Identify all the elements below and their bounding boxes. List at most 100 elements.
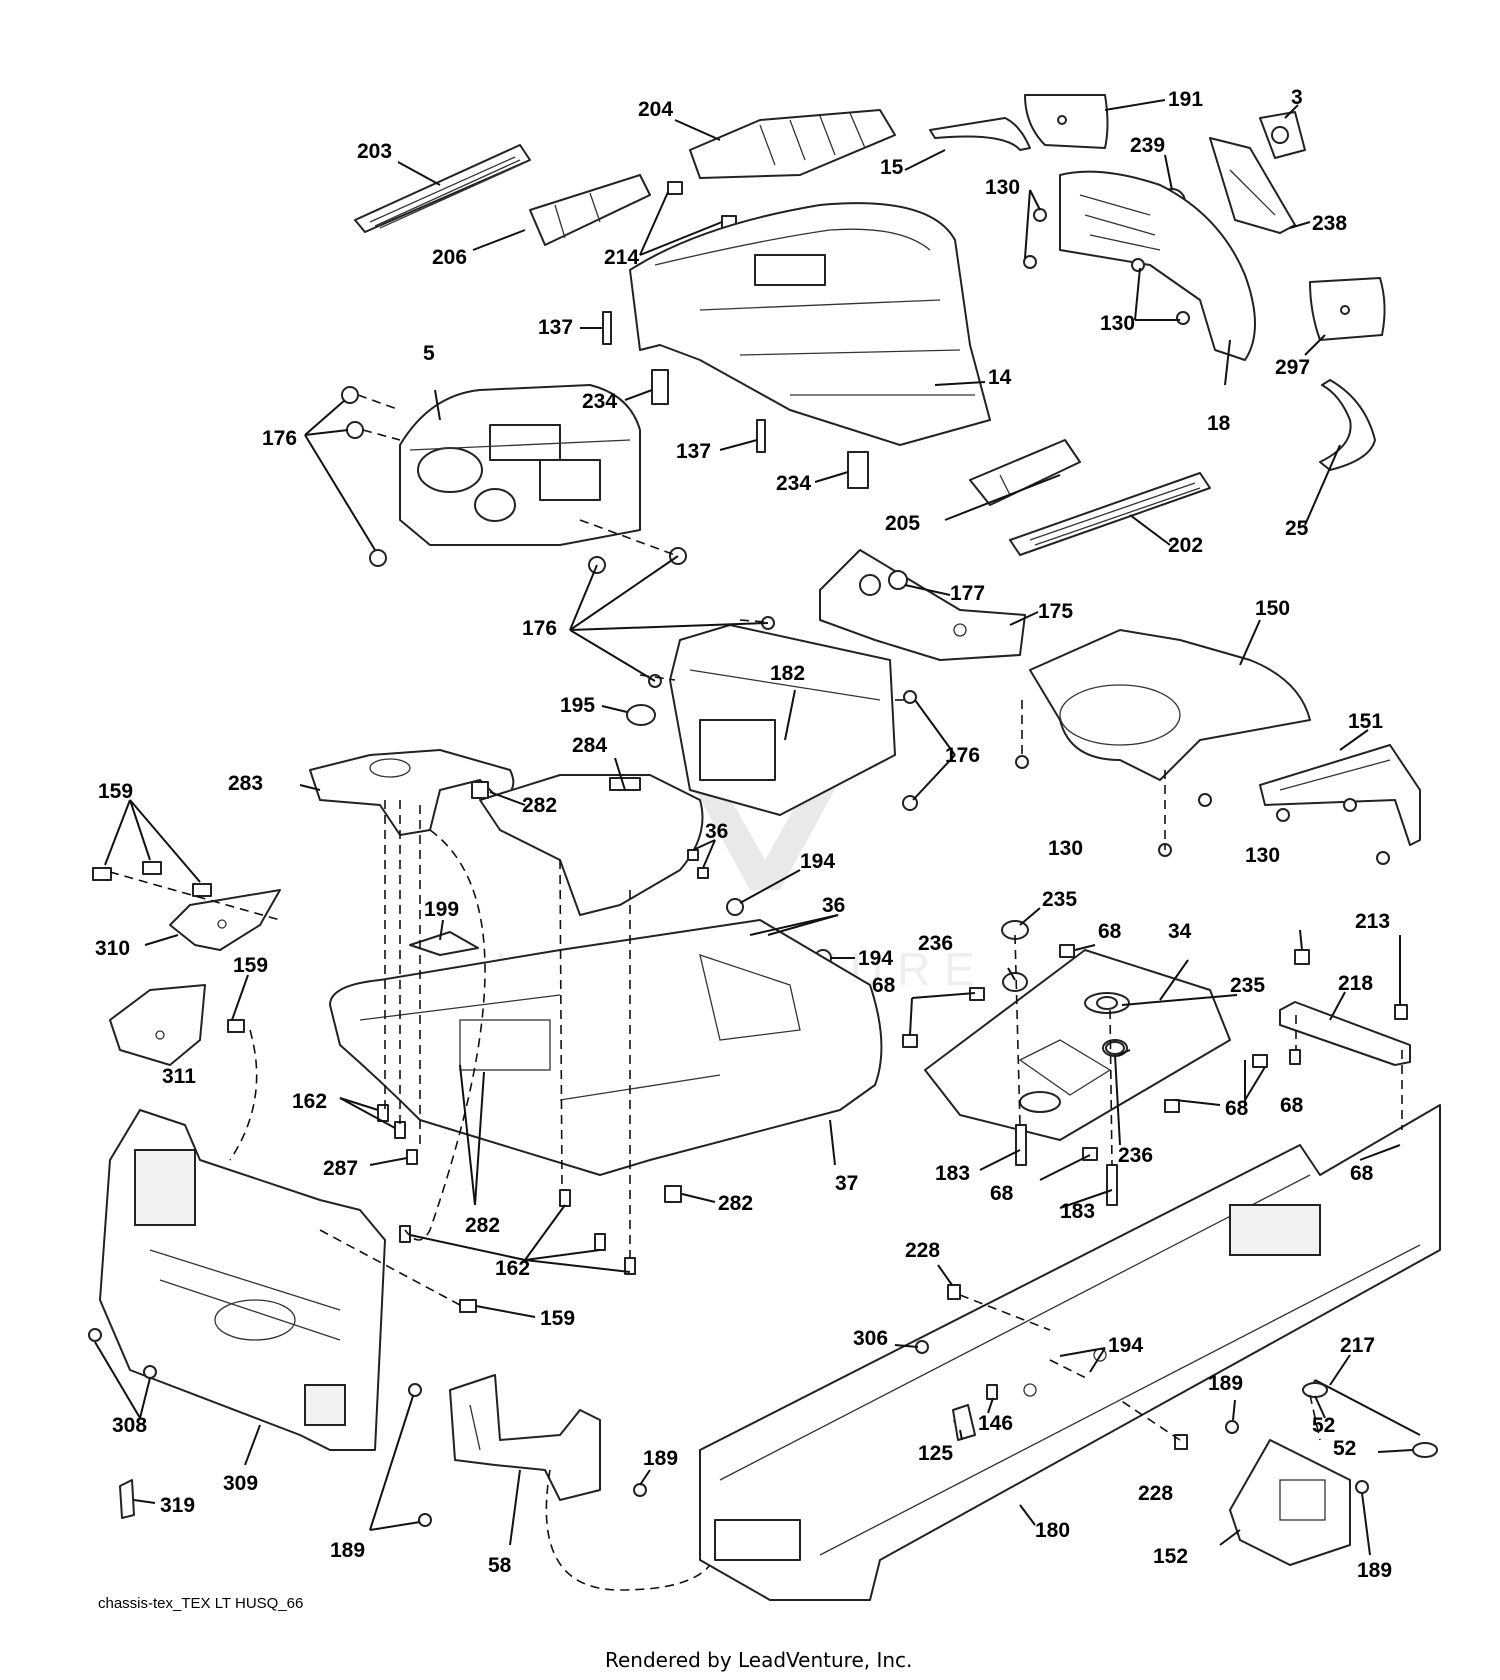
part-234-pads[interactable] <box>651 369 869 489</box>
callout-287: 287 <box>323 1157 358 1180</box>
callout-308: 308 <box>112 1414 147 1437</box>
part-18-nose-grille[interactable] <box>1059 170 1256 361</box>
callout-213: 213 <box>1355 910 1390 933</box>
leader-lines <box>94 99 1413 1556</box>
part-182-dash-panel[interactable] <box>669 624 896 816</box>
part-175-bracket[interactable] <box>819 549 1026 661</box>
part-125-clip[interactable] <box>952 1404 976 1441</box>
callout-25: 25 <box>1285 517 1309 540</box>
part-191-cover[interactable] <box>1024 94 1109 149</box>
callout-5: 5 <box>423 342 435 365</box>
part-3-headlight[interactable] <box>1259 111 1306 159</box>
callout-194-low: 194 <box>1108 1334 1143 1357</box>
part-319-clip[interactable] <box>119 1479 135 1519</box>
callout-297: 297 <box>1275 356 1310 379</box>
part-14-hood[interactable] <box>629 202 991 446</box>
part-152-bracket[interactable] <box>1229 1439 1351 1566</box>
callout-68-far: 68 <box>1350 1162 1374 1185</box>
callout-235-low: 235 <box>1230 974 1265 997</box>
part-15-trim[interactable] <box>929 117 1031 151</box>
part-202-grille-strip[interactable] <box>1009 472 1211 556</box>
part-130-screws-grille[interactable] <box>1023 208 1190 325</box>
callout-194-mid: 194 <box>858 947 893 970</box>
part-151-bracket[interactable] <box>1259 744 1421 846</box>
callout-310: 310 <box>95 937 130 960</box>
part-58-support-bracket[interactable] <box>449 1374 601 1501</box>
part-199-strap[interactable] <box>409 931 479 956</box>
part-297-cover[interactable] <box>1309 277 1386 341</box>
callout-159-mid: 159 <box>233 954 268 977</box>
callout-189-left: 189 <box>330 1539 365 1562</box>
callout-146: 146 <box>978 1412 1013 1435</box>
callout-319: 319 <box>160 1494 195 1517</box>
part-25-trim[interactable] <box>1319 379 1376 471</box>
part-130-screws-fender[interactable] <box>1015 755 1390 865</box>
callout-189-low: 189 <box>1357 1559 1392 1582</box>
callout-36-top: 36 <box>705 820 728 843</box>
part-238-side-grille[interactable] <box>1209 137 1296 234</box>
callout-130-mid: 130 <box>1100 312 1135 335</box>
callout-labels: 203 204 191 3 15 239 130 238 206 214 137… <box>95 86 1392 1582</box>
part-309-front-frame[interactable] <box>99 1109 386 1451</box>
callout-159-top: 159 <box>98 780 133 803</box>
callout-14: 14 <box>988 366 1012 389</box>
callout-130-bot: 130 <box>1048 837 1083 860</box>
callout-176-right: 176 <box>945 744 980 767</box>
part-37-footrest[interactable] <box>329 919 883 1176</box>
callout-189-mid: 189 <box>643 1447 678 1470</box>
part-308-screws[interactable] <box>88 1328 157 1379</box>
callout-152: 152 <box>1153 1545 1188 1568</box>
callout-125: 125 <box>918 1442 953 1465</box>
callout-306: 306 <box>853 1327 888 1350</box>
callout-130-right: 130 <box>1245 844 1280 867</box>
part-195-plug[interactable] <box>626 704 656 726</box>
callout-238: 238 <box>1312 212 1347 235</box>
part-205-duct[interactable] <box>969 439 1081 506</box>
callout-3: 3 <box>1291 86 1303 109</box>
part-284-fender-half[interactable] <box>479 774 704 916</box>
part-287-screw[interactable] <box>406 1149 418 1165</box>
callout-150: 150 <box>1255 597 1290 620</box>
callout-34: 34 <box>1168 920 1192 943</box>
part-146-screw[interactable] <box>986 1384 998 1400</box>
callout-18: 18 <box>1207 412 1231 435</box>
callout-239: 239 <box>1130 134 1165 157</box>
callout-228-top: 228 <box>905 1239 940 1262</box>
part-52-washers[interactable] <box>1302 1382 1438 1458</box>
callout-309: 309 <box>223 1472 258 1495</box>
callout-37: 37 <box>835 1172 858 1195</box>
callout-15: 15 <box>880 156 904 179</box>
callout-283: 283 <box>228 772 263 795</box>
callout-159-low: 159 <box>540 1307 575 1330</box>
part-189-screws[interactable] <box>408 1383 1369 1527</box>
callout-176-mid: 176 <box>522 617 557 640</box>
callout-217: 217 <box>1340 1334 1375 1357</box>
callout-214: 214 <box>604 246 639 269</box>
part-206-duct[interactable] <box>529 174 651 246</box>
callout-228-low: 228 <box>1138 1482 1173 1505</box>
callout-195: 195 <box>560 694 595 717</box>
part-310-bracket[interactable] <box>169 889 281 951</box>
part-5-dash-console[interactable] <box>399 384 641 546</box>
callout-199: 199 <box>424 898 459 921</box>
part-137-strips[interactable] <box>602 311 766 453</box>
callout-183-top: 183 <box>935 1162 970 1185</box>
callout-68-right: 68 <box>1280 1094 1304 1117</box>
callout-58: 58 <box>488 1554 512 1577</box>
callout-206: 206 <box>432 246 467 269</box>
callout-189-right: 189 <box>1208 1372 1243 1395</box>
callout-68-low: 68 <box>990 1182 1014 1205</box>
part-311-bracket[interactable] <box>109 984 206 1066</box>
part-180-frame[interactable] <box>699 1104 1441 1601</box>
callout-162-low: 162 <box>495 1257 530 1280</box>
callout-137-low: 137 <box>676 440 711 463</box>
callout-218: 218 <box>1338 972 1373 995</box>
part-218-strap[interactable] <box>1279 1001 1411 1066</box>
part-150-fender[interactable] <box>1029 629 1311 781</box>
part-204-hood-vent[interactable] <box>689 109 896 179</box>
part-214-clips[interactable] <box>667 181 737 229</box>
callout-234-top: 234 <box>582 390 617 413</box>
part-203-grille-strip[interactable] <box>354 144 531 233</box>
part-177-nut[interactable] <box>888 570 908 590</box>
